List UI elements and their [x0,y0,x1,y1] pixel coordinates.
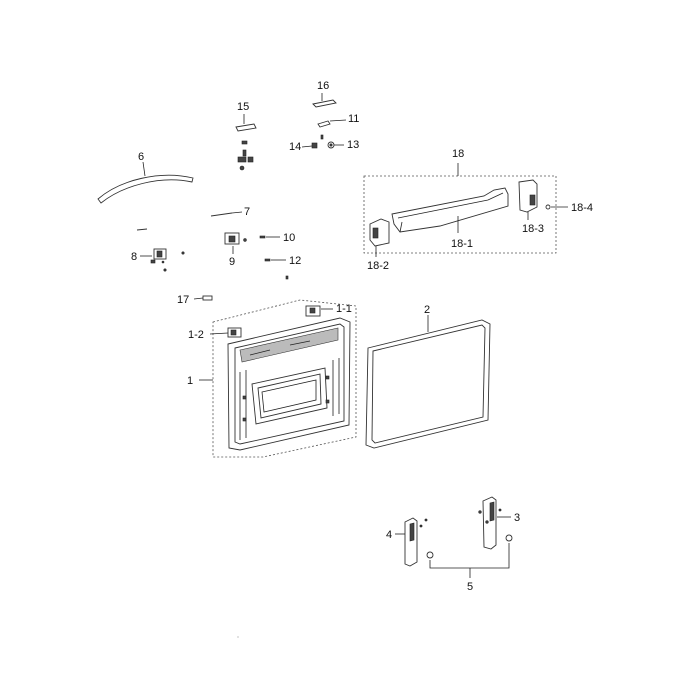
callout-11: 11 [348,113,359,125]
callout-18-2: 18-2 [367,260,389,272]
part-18-3-bin-end-cap-right[interactable] [518,179,538,220]
callout-1-1: 1-1 [336,303,352,315]
part-11-pin[interactable] [317,119,347,128]
part-18-2-bin-end-cap-left[interactable] [369,218,390,257]
part-1-1-door-cap-hinge[interactable] [305,305,333,317]
callout-1: 1 [187,375,193,387]
part-4-hinge-left[interactable] [395,517,428,567]
callout-3: 3 [514,512,520,524]
part-18-door-bin-assembly[interactable] [363,163,557,254]
part-16-hinge-cover[interactable] [312,93,337,108]
callout-4: 4 [386,529,392,541]
stray-dot [237,636,239,638]
callout-18: 18 [452,148,464,160]
part-8-hinge-lower-left[interactable] [140,248,185,272]
callout-13: 13 [347,139,359,151]
callout-14: 14 [289,141,301,153]
part-1-2-door-cap-bracket[interactable] [209,327,242,338]
callout-18-3: 18-3 [522,223,544,235]
part-2-door-gasket[interactable] [365,315,491,449]
part-7-rod[interactable] [136,211,243,231]
part-12-screw[interactable] [264,258,289,280]
part-3-hinge-right[interactable] [478,496,511,550]
callout-12: 12 [289,255,301,267]
callout-8: 8 [131,251,137,263]
part-1-door-assembly[interactable] [199,299,357,458]
part-5-hinge-washers[interactable] [426,534,513,578]
part-6-door-handle[interactable] [97,161,194,204]
callout-6: 6 [138,151,144,163]
callout-9: 9 [229,256,235,268]
callout-18-1: 18-1 [451,238,473,250]
callout-5: 5 [467,581,473,593]
part-14-screw[interactable] [301,134,324,149]
part-9-hinge-lower-center[interactable] [224,232,247,254]
part-18-1-door-bin[interactable] [391,187,509,233]
part-13-washer[interactable] [327,141,344,149]
callout-10: 10 [283,232,295,244]
callout-15: 15 [237,101,249,113]
callout-17: 17 [177,294,189,306]
part-15-hinge-bracket[interactable] [235,114,257,171]
callout-2: 2 [424,304,430,316]
callout-1-2: 1-2 [188,329,204,341]
part-17-spring[interactable] [193,295,213,301]
callout-18-4: 18-4 [571,202,593,214]
part-10-screw[interactable] [259,235,280,239]
callout-7: 7 [244,206,250,218]
part-18-4-screw[interactable] [545,204,568,210]
callout-16: 16 [317,80,329,92]
